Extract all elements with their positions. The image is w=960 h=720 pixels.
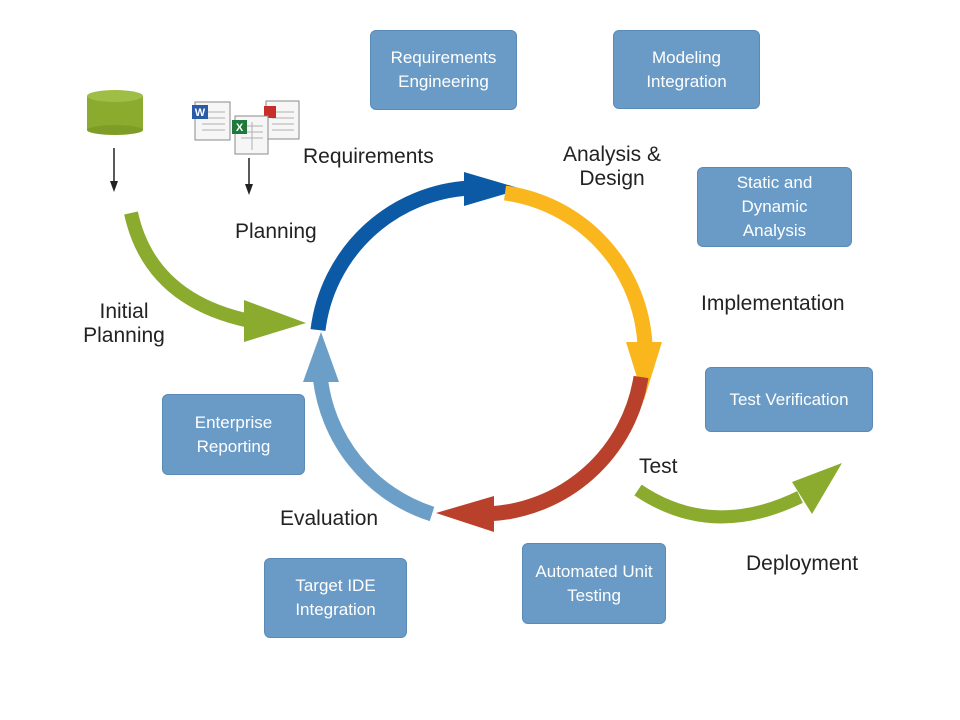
label-planning: Planning	[235, 220, 317, 243]
label-test: Test	[639, 455, 678, 478]
cycle-arc-requirements	[310, 180, 471, 331]
initial-planning-arrow	[124, 211, 252, 328]
box-target-ide-integration: Target IDE Integration	[264, 558, 407, 638]
box-static-dynamic-analysis: Static and Dynamic Analysis	[697, 167, 852, 247]
database-icon	[87, 90, 143, 135]
deployment-arrowhead	[792, 463, 842, 514]
box-modeling-integration: Modeling Integration	[613, 30, 760, 109]
documents-down-arrowhead	[245, 184, 253, 195]
label-implementation: Implementation	[701, 292, 845, 315]
svg-text:X: X	[236, 122, 244, 134]
initial-planning-arrowhead	[244, 300, 306, 342]
cycle-arrowhead-evaluation	[303, 332, 339, 382]
box-automated-unit-testing: Automated Unit Testing	[522, 543, 666, 624]
box-test-verification: Test Verification	[705, 367, 873, 432]
label-analysis-design: Analysis & Design	[562, 143, 662, 190]
label-deployment: Deployment	[746, 552, 859, 575]
cycle-arc-evaluation	[312, 374, 435, 522]
cycle-arrowhead-design	[626, 342, 662, 400]
database-down-arrowhead	[110, 181, 118, 192]
label-evaluation: Evaluation	[280, 507, 379, 530]
pdf-document-icon	[264, 100, 300, 140]
excel-spreadsheet-icon: X	[232, 115, 269, 155]
box-requirements-engineering: Requirements Engineering	[370, 30, 517, 110]
cycle-arrowhead-requirements	[464, 172, 522, 206]
label-requirements: Requirements	[303, 145, 434, 168]
box-enterprise-reporting: Enterprise Reporting	[162, 394, 305, 475]
cycle-arc-test	[486, 375, 649, 522]
word-document-icon: W	[192, 101, 231, 141]
svg-text:W: W	[195, 107, 206, 119]
cycle-arrowhead-test	[436, 496, 494, 532]
deployment-arrow	[634, 484, 803, 524]
cycle-arc-design	[503, 185, 653, 346]
label-initial-planning: Initial Planning	[83, 300, 165, 347]
